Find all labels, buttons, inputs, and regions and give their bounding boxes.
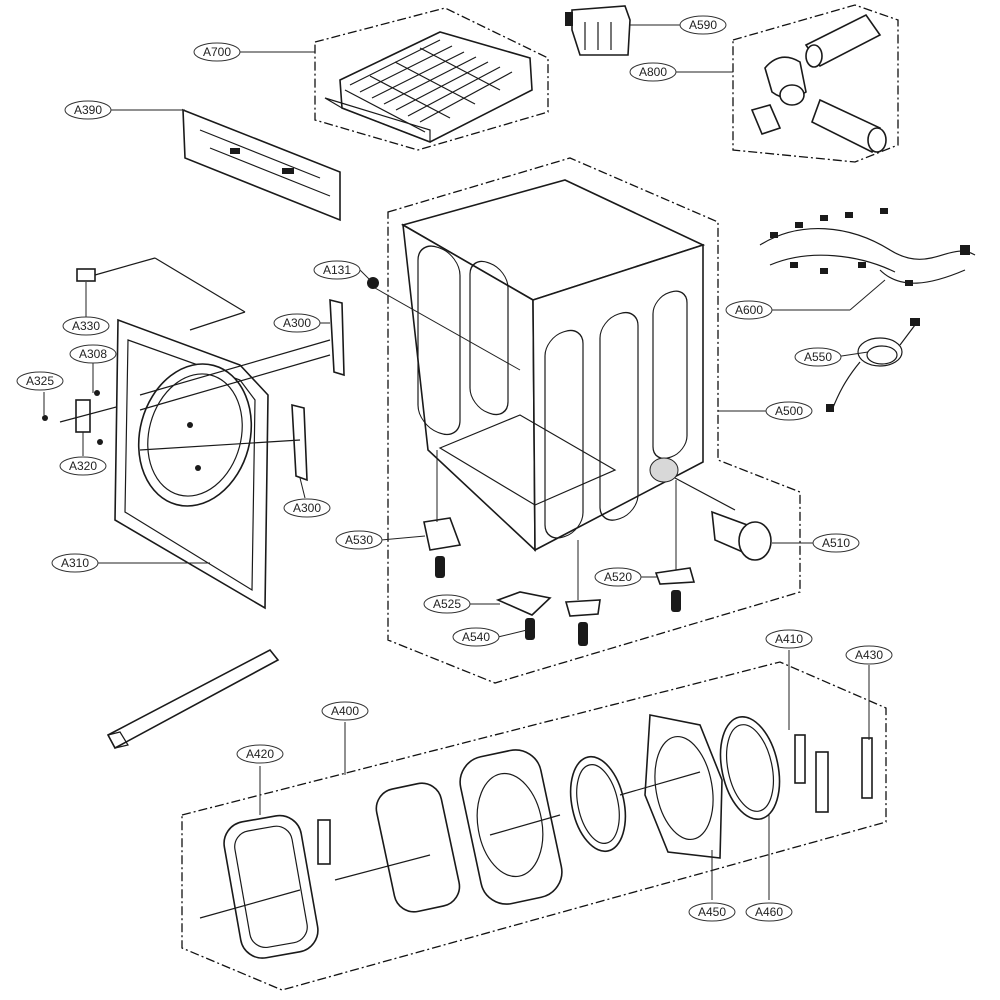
callout-labels: A700 A590 A800 A390 A131 A600 A330 A300 …	[16, 15, 893, 922]
label-a500: A500	[765, 401, 813, 421]
svg-text:A325: A325	[26, 374, 54, 388]
svg-text:A800: A800	[639, 65, 667, 79]
label-a420: A420	[236, 744, 284, 764]
label-a308: A308	[69, 344, 117, 364]
duct-pipe-a800	[750, 13, 887, 154]
svg-text:A320: A320	[69, 459, 97, 473]
svg-text:A520: A520	[604, 570, 632, 584]
svg-text:A300: A300	[283, 316, 311, 330]
label-a300-lower: A300	[283, 498, 331, 518]
label-a320: A320	[59, 456, 107, 476]
leveling-feet	[423, 517, 696, 646]
svg-text:A330: A330	[72, 319, 100, 333]
svg-text:A410: A410	[775, 632, 803, 646]
label-a400: A400	[321, 701, 369, 721]
exhaust-duct-a510	[674, 477, 772, 561]
group-outline-a500	[387, 157, 801, 684]
label-a131: A131	[313, 260, 361, 280]
label-a410: A410	[765, 629, 813, 649]
svg-text:A510: A510	[822, 536, 850, 550]
label-a310: A310	[51, 553, 99, 573]
svg-text:A700: A700	[203, 45, 231, 59]
svg-text:A131: A131	[323, 263, 351, 277]
label-a540: A540	[452, 627, 500, 647]
group-outline-a700	[314, 7, 549, 151]
svg-text:A450: A450	[698, 905, 726, 919]
label-a550: A550	[794, 347, 842, 367]
label-a600: A600	[725, 300, 773, 320]
group-outline-a800	[732, 4, 899, 163]
svg-text:A310: A310	[61, 556, 89, 570]
group-outline-a400	[181, 661, 887, 991]
lint-filter-a700	[324, 31, 533, 143]
svg-text:A550: A550	[804, 350, 832, 364]
bracket-a590	[565, 5, 631, 56]
svg-text:A540: A540	[462, 630, 490, 644]
svg-text:A525: A525	[433, 597, 461, 611]
label-a520: A520	[594, 567, 642, 587]
label-a800: A800	[629, 62, 677, 82]
label-a700: A700	[193, 42, 241, 62]
svg-text:A460: A460	[755, 905, 783, 919]
svg-text:A308: A308	[79, 347, 107, 361]
power-cord-a550	[826, 318, 920, 412]
label-a325: A325	[16, 371, 64, 391]
svg-text:A500: A500	[775, 404, 803, 418]
cabinet-a500	[367, 179, 706, 552]
svg-text:A400: A400	[331, 704, 359, 718]
door-assembly-a400	[199, 714, 873, 959]
label-a430: A430	[845, 645, 893, 665]
group-outlines	[181, 4, 899, 991]
svg-text:A590: A590	[689, 18, 717, 32]
label-a510: A510	[812, 533, 860, 553]
svg-text:A530: A530	[345, 533, 373, 547]
front-panel-a310	[114, 318, 269, 610]
svg-text:A390: A390	[74, 103, 102, 117]
label-a590: A590	[679, 15, 727, 35]
svg-text:A600: A600	[735, 303, 763, 317]
control-bracket-a390	[182, 108, 341, 222]
base-rail	[106, 648, 280, 750]
label-a300-upper: A300	[273, 313, 321, 333]
svg-text:A300: A300	[293, 501, 321, 515]
label-a450: A450	[688, 902, 736, 922]
label-a460: A460	[745, 902, 793, 922]
label-a330: A330	[62, 316, 110, 336]
wire-harness-a600	[759, 208, 976, 286]
brackets-a300	[139, 298, 345, 482]
label-a530: A530	[335, 530, 383, 550]
leader-lines	[43, 24, 886, 900]
label-a390: A390	[64, 100, 112, 120]
svg-text:A430: A430	[855, 648, 883, 662]
label-a525: A525	[423, 594, 471, 614]
svg-text:A420: A420	[246, 747, 274, 761]
